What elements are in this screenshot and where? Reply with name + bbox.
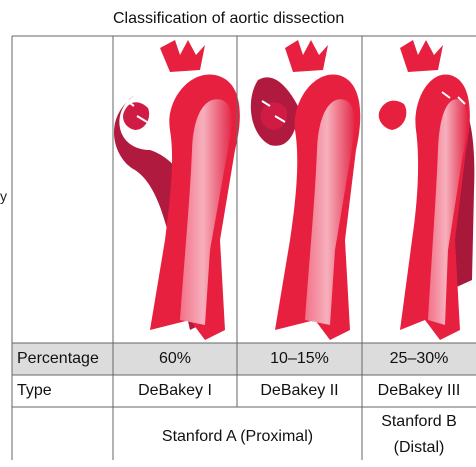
type-debakey-i: DeBakey I: [113, 375, 237, 407]
debakey-ii-aorta-icon: [251, 40, 360, 340]
debakey-i-aorta-icon: [114, 40, 240, 340]
type-debakey-iii: DeBakey III: [362, 375, 476, 407]
percentage-debakey-iii: 25–30%: [362, 343, 476, 375]
stanford-b-line2: (Distal): [394, 435, 445, 461]
stanford-a-cell: Stanford A (Proximal): [113, 407, 362, 467]
percentage-debakey-ii: 10–15%: [237, 343, 362, 375]
type-debakey-ii: DeBakey II: [237, 375, 362, 407]
type-row-label: Type: [12, 375, 113, 407]
stanford-b-line1: Stanford B: [381, 409, 457, 435]
debakey-iii-aorta-icon: [379, 40, 475, 340]
percentage-debakey-i: 60%: [113, 343, 237, 375]
stanford-b-cell: Stanford B (Distal): [362, 407, 476, 463]
percentage-row-label: Percentage: [12, 343, 113, 375]
